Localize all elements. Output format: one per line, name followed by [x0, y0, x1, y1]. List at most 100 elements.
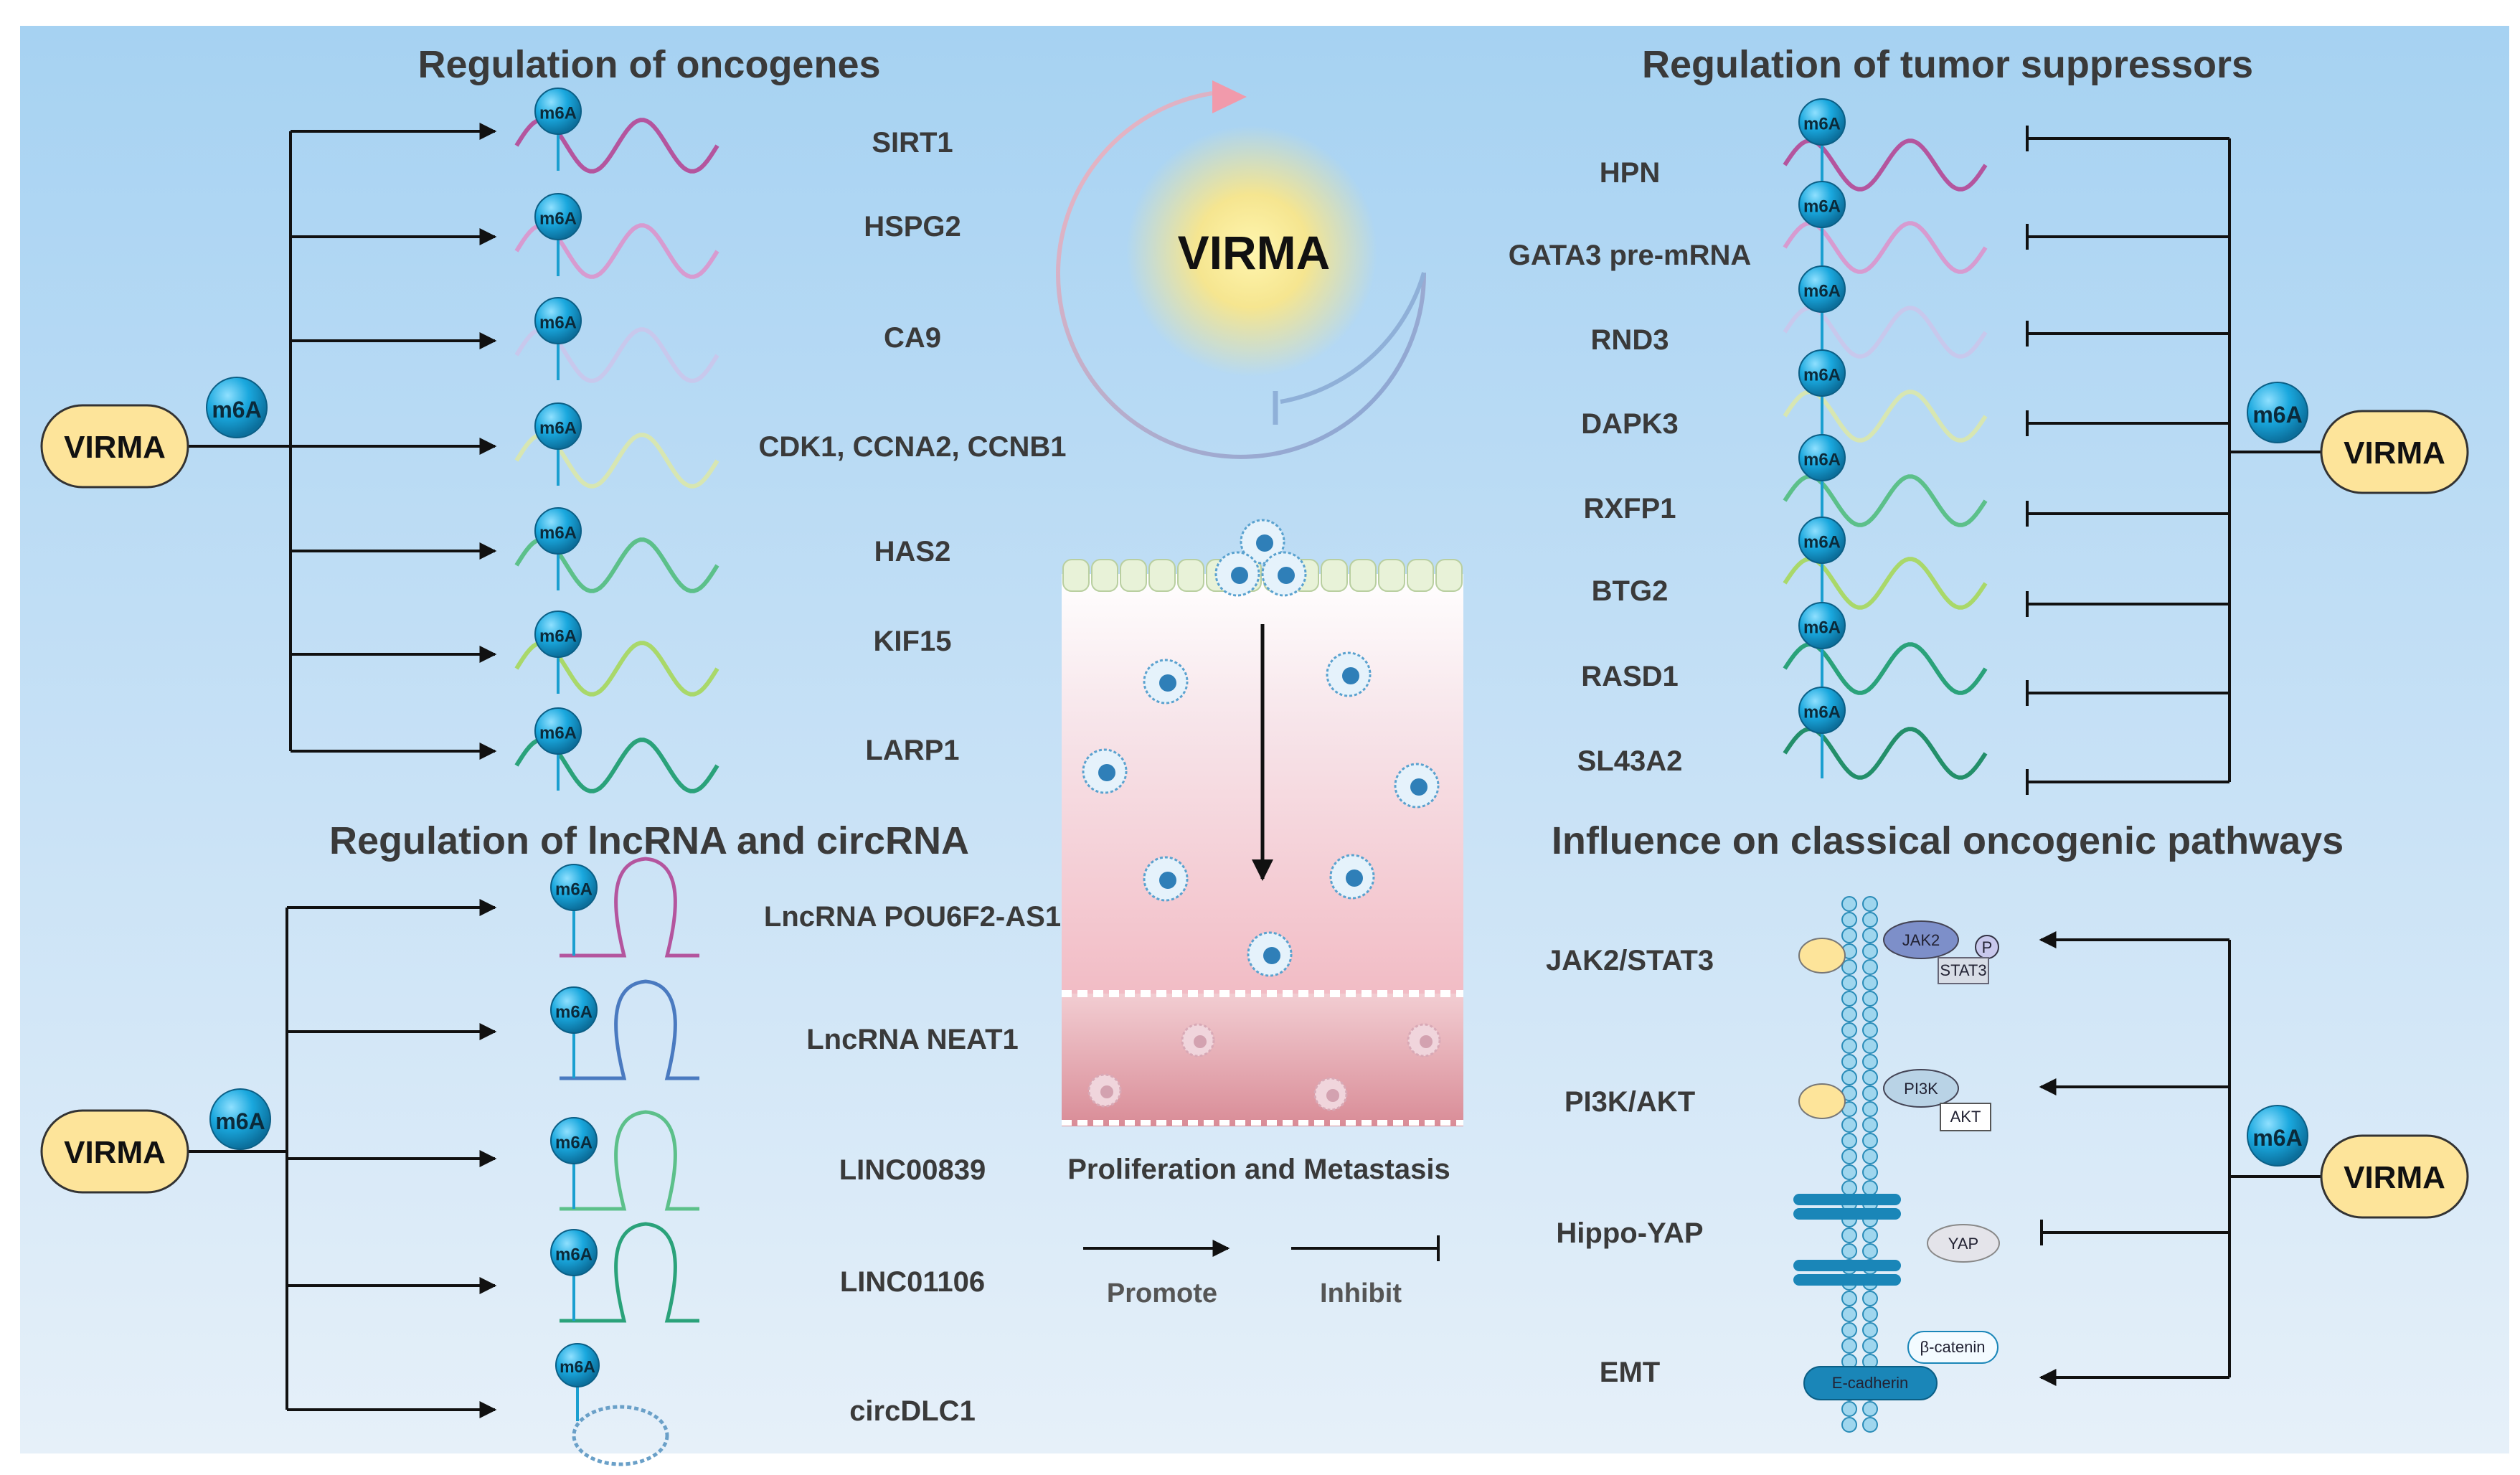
legend-promote-label: Promote — [1107, 1278, 1217, 1309]
bcatenin-protein — [1907, 1331, 1998, 1364]
epithelial-cell — [1349, 559, 1377, 592]
lncrna-hairpin — [560, 1110, 699, 1211]
stat3-label: STAT3 — [1940, 961, 1986, 979]
m6a-label: m6A — [1803, 197, 1841, 217]
epithelial-cell — [1148, 559, 1176, 592]
suppressor-label: HPN — [1600, 157, 1660, 189]
membrane-bead — [1841, 1338, 1857, 1354]
membrane-bead — [1862, 1133, 1878, 1149]
cell-nucleus — [1100, 1085, 1113, 1098]
cell-nucleus — [1098, 764, 1115, 781]
m6a-label: m6A — [1803, 618, 1841, 638]
membrane-bead — [1841, 1054, 1857, 1070]
cell-nucleus — [1410, 778, 1427, 796]
epithelial-cell — [1378, 559, 1405, 592]
lncrna-m6a-marker — [550, 864, 598, 911]
tissue-lower — [1062, 994, 1463, 1126]
m6a-label: m6A — [2252, 402, 2302, 428]
gene-m6a-marker — [534, 707, 582, 755]
circrna-m6a-marker — [555, 1343, 600, 1387]
lncrna-m6a-marker — [550, 1229, 598, 1276]
oncogene-label: HSPG2 — [864, 211, 961, 242]
receptor-ligand — [1798, 1083, 1846, 1119]
oncogene-label: LARP1 — [865, 735, 959, 766]
hippo-bar — [1793, 1274, 1901, 1286]
membrane-bead — [1862, 1180, 1878, 1196]
membrane-bead — [1862, 1291, 1878, 1306]
membrane-bead — [1862, 896, 1878, 912]
pi3k-label: PI3K — [1904, 1080, 1938, 1098]
gene-m6a-marker — [1798, 98, 1846, 146]
pathway-label: PI3K/AKT — [1565, 1086, 1695, 1118]
center-cycle: VIRMA — [1056, 80, 1427, 459]
gene-m6a-marker — [1798, 687, 1846, 734]
lncrna-main-m6a — [209, 1088, 271, 1150]
membrane-bead — [1841, 1007, 1857, 1022]
cell-nucleus — [1326, 1089, 1339, 1102]
membrane-bead — [1862, 1117, 1878, 1133]
membrane-bead — [1862, 1227, 1878, 1243]
cell-nucleus — [1159, 872, 1176, 889]
gene-m6a-marker — [1798, 181, 1846, 228]
oncogenes-virma-pill-label: VIRMA — [64, 430, 166, 465]
m6a-label: m6A — [215, 1108, 265, 1134]
m6a-label: m6A — [2252, 1125, 2302, 1151]
membrane-bead — [1841, 1401, 1857, 1417]
m6a-label: m6A — [555, 880, 593, 900]
membrane-bead — [1862, 943, 1878, 959]
gene-m6a-marker — [534, 193, 582, 240]
hippo-bar — [1793, 1194, 1901, 1205]
cell-nucleus — [1278, 567, 1295, 584]
oncogene-label: SIRT1 — [872, 127, 953, 159]
cell-nucleus — [1346, 870, 1363, 887]
m6a-label: m6A — [539, 104, 577, 123]
cell-nucleus — [1256, 534, 1273, 552]
membrane-bead — [1841, 1322, 1857, 1338]
ecadherin-protein — [1803, 1366, 1938, 1400]
oncogene-label: CDK1, CCNA2, CCNB1 — [759, 431, 1067, 463]
pathways-main-m6a — [2247, 1105, 2308, 1167]
cell-nucleus — [1263, 947, 1280, 964]
membrane-bead — [1862, 1417, 1878, 1433]
membrane-bead — [1862, 1085, 1878, 1101]
membrane-bead — [1841, 1117, 1857, 1133]
suppressor-label: RND3 — [1591, 324, 1669, 356]
cycle-arc-right — [1280, 272, 1426, 404]
gene-m6a-marker — [1798, 602, 1846, 649]
m6a-label: m6A — [539, 627, 577, 646]
suppressor-label: RXFP1 — [1584, 493, 1676, 524]
m6a-label: m6A — [539, 314, 577, 333]
membrane-bead — [1841, 1133, 1857, 1149]
oncogenes-main-m6a — [206, 377, 268, 438]
membrane-bead — [1862, 928, 1878, 943]
membrane-bead — [1841, 1291, 1857, 1306]
center-glow — [1126, 126, 1377, 377]
gene-m6a-marker — [534, 611, 582, 658]
membrane-bead — [1862, 1070, 1878, 1085]
pathways-virma-pill — [2320, 1134, 2469, 1219]
m6a-label: m6A — [555, 1134, 593, 1153]
membrane-bead — [1862, 1401, 1878, 1417]
gene-m6a-marker — [534, 297, 582, 344]
membrane-bead — [1862, 1101, 1878, 1117]
jak2-protein — [1883, 920, 1959, 959]
center-virma-title: VIRMA — [1178, 226, 1331, 279]
pathways-title: Influence on classical oncogenic pathway… — [1552, 819, 2344, 862]
membrane-bead — [1841, 912, 1857, 928]
pathway-label: JAK2/STAT3 — [1546, 945, 1714, 976]
m6a-label: m6A — [212, 397, 261, 423]
phospho-label: P — [1982, 938, 1993, 956]
gene-m6a-marker — [534, 402, 582, 450]
suppressor-label: BTG2 — [1592, 575, 1669, 607]
m6a-label: m6A — [539, 209, 577, 229]
m6a-label: m6A — [539, 724, 577, 743]
membrane-bead — [1862, 1038, 1878, 1054]
legend: Promote Inhibit — [1083, 1235, 1440, 1309]
suppressors-virma-pill-label: VIRMA — [2344, 435, 2445, 471]
pathway-label: EMT — [1600, 1357, 1660, 1388]
m6a-label: m6A — [560, 1357, 595, 1376]
membrane-bead — [1862, 1322, 1878, 1338]
pi3k-protein — [1883, 1069, 1959, 1108]
